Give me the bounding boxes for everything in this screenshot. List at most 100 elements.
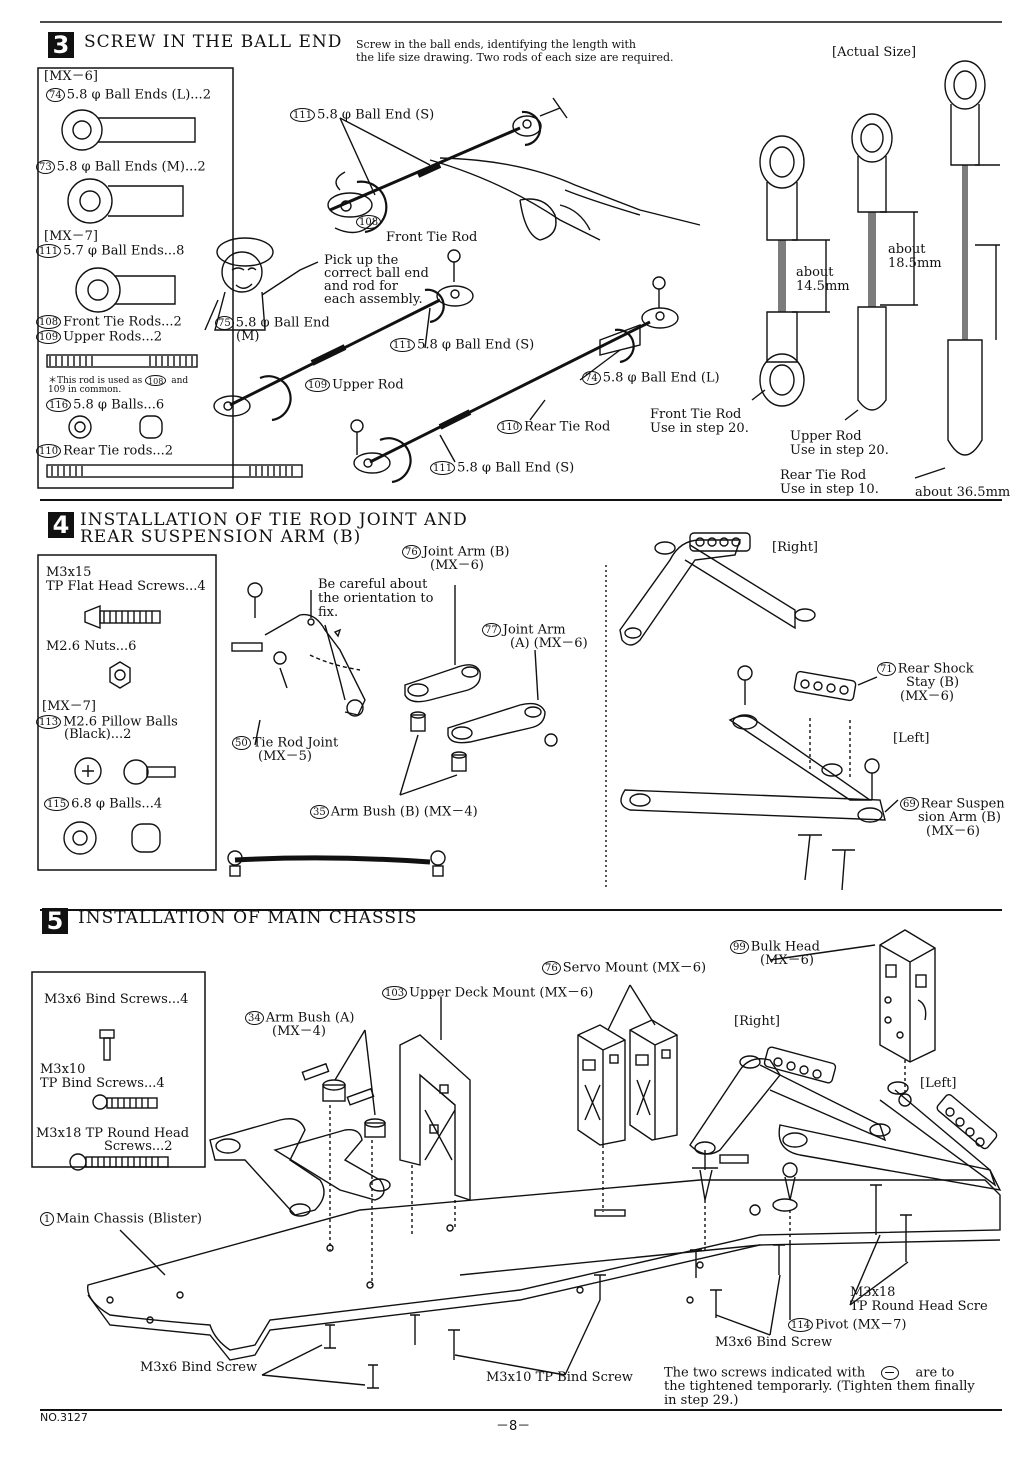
upper-rod-use-line2: Use in step 20. xyxy=(790,443,889,458)
part-tp-bind: TP Bind Screws...4 xyxy=(40,1076,165,1091)
label-front-tie-rod: Front Tie Rod xyxy=(386,230,478,245)
rod-note-number: 108 xyxy=(145,375,167,386)
step-4-number: 4 xyxy=(48,512,74,538)
label-rear-suspension-2: sion Arm (B) xyxy=(918,810,1001,825)
about-18-5-line1: about xyxy=(888,242,926,257)
part-73-number: 73 xyxy=(36,160,55,174)
step-5-title: INSTALLATION OF MAIN CHASSIS xyxy=(78,908,418,928)
upper-rod-use-line1: Upper Rod xyxy=(790,429,862,444)
careful-line1: Be careful about xyxy=(318,577,428,592)
label-right-step4: [Right] xyxy=(772,540,819,555)
label-tp-round-head: TP Round Head Scre xyxy=(850,1299,988,1314)
screw-note-line3: in step 29.) xyxy=(664,1393,739,1408)
step-3-number: 3 xyxy=(48,32,74,58)
label-m3x10-tp: M3x10 TP Bind Screw xyxy=(486,1370,633,1385)
step-3-title: SCREW IN THE BALL END xyxy=(84,32,343,52)
label-rear-shock-3: (MX－6) xyxy=(900,689,954,704)
label-rear-shock-2: Stay (B) xyxy=(906,675,960,690)
actual-size-rear-tie-rod xyxy=(944,60,1000,456)
label-left-step5: [Left] xyxy=(920,1076,957,1091)
part-116-number: 116 xyxy=(46,398,72,412)
ball-end-l-drawing xyxy=(61,109,196,151)
label-left-step4: [Left] xyxy=(893,731,930,746)
ball-end-s-drawing xyxy=(75,267,176,313)
label-tie-rod-joint-2: (MX－5) xyxy=(258,749,312,764)
part-109-number: 109 xyxy=(36,330,62,344)
label-m3x18-step5: M3x18 xyxy=(850,1285,896,1300)
page-number: －8－ xyxy=(496,1419,531,1434)
part-110-label: Rear Tie rods...2 xyxy=(63,443,174,459)
upper-deck-mount xyxy=(399,1034,471,1201)
parts-mx7-label: [MX－7] xyxy=(44,229,98,244)
step-3-instruction-line1: Screw in the ball ends, identifying the … xyxy=(356,38,637,51)
pick-up-line2: correct ball end xyxy=(324,266,429,281)
label-front-tie-rod-num: 108 xyxy=(356,215,383,229)
label-right-step5: [Right] xyxy=(734,1014,781,1029)
actual-size-front-tie-rod xyxy=(759,135,830,407)
part-74-number: 74 xyxy=(46,88,65,102)
rod-note-line2: 109 in common. xyxy=(48,385,122,395)
part-m2-6-nuts: M2.6 Nuts...6 xyxy=(46,639,137,654)
label-bulk-head-2: (MX－6) xyxy=(760,953,814,968)
part-flat-head-screws: TP Flat Head Screws...4 xyxy=(46,579,206,594)
part-m3x6-bind: M3x6 Bind Screws...4 xyxy=(44,992,189,1007)
part-110-number: 110 xyxy=(36,444,62,458)
part-108-label: Front Tie Rods...2 xyxy=(63,314,182,330)
pick-up-line3: and rod for xyxy=(324,279,398,294)
actual-size-upper-rod xyxy=(851,113,918,411)
servo-mount-left xyxy=(577,1024,626,1146)
main-chassis-plate xyxy=(86,1179,1001,1361)
part-m3x18-2: Screws...2 xyxy=(104,1139,173,1154)
rear-tie-use-line2: Use in step 10. xyxy=(780,482,879,497)
rear-suspension-arm-right xyxy=(619,532,816,646)
step-5-number: 5 xyxy=(42,908,68,934)
bulk-head xyxy=(879,929,936,1063)
label-arm-bush-a-2: (MX－4) xyxy=(272,1024,326,1039)
step-3-instruction-line2: the life size drawing. Two rods of each … xyxy=(356,51,674,64)
part-m3x18: M3x18 TP Round Head xyxy=(36,1126,190,1141)
part-111-label: 5.7 φ Ball Ends...8 xyxy=(63,243,185,259)
label-rear-suspension-3: (MX－6) xyxy=(926,824,980,839)
rod-note-line1: ＊This rod is used as 108 and xyxy=(48,375,189,386)
actual-size-label: [Actual Size] xyxy=(832,45,917,60)
step-4-title-line2: REAR SUSPENSION ARM (B) xyxy=(80,527,362,547)
front-tie-use-line2: Use in step 20. xyxy=(650,421,749,436)
label-ball-end-m-2: (M) xyxy=(236,329,260,344)
step-4-title-line1: INSTALLATION OF TIE ROD JOINT AND xyxy=(80,510,468,530)
part-109-label: Upper Rods...2 xyxy=(63,329,163,345)
screw-note-line1: The two screws indicated with are to xyxy=(664,1365,955,1381)
front-tie-use-line1: Front Tie Rod xyxy=(650,407,742,422)
rear-suspension-arm-left xyxy=(620,665,886,823)
part-73-label: 5.8 φ Ball Ends (M)...2 xyxy=(56,159,206,175)
label-m3x6-right: M3x6 Bind Screw xyxy=(715,1335,833,1350)
pick-up-line1: Pick up the xyxy=(324,253,399,268)
about-14-5-line1: about xyxy=(796,265,834,280)
parts-mx7-label-step4: [MX－7] xyxy=(42,699,96,714)
ball-end-m-drawing xyxy=(67,178,184,224)
careful-line3: fix. xyxy=(318,605,339,620)
pick-up-line4: each assembly. xyxy=(324,292,423,307)
about-36-5: about 36.5mm xyxy=(915,485,1011,500)
part-108-number: 108 xyxy=(36,315,62,329)
